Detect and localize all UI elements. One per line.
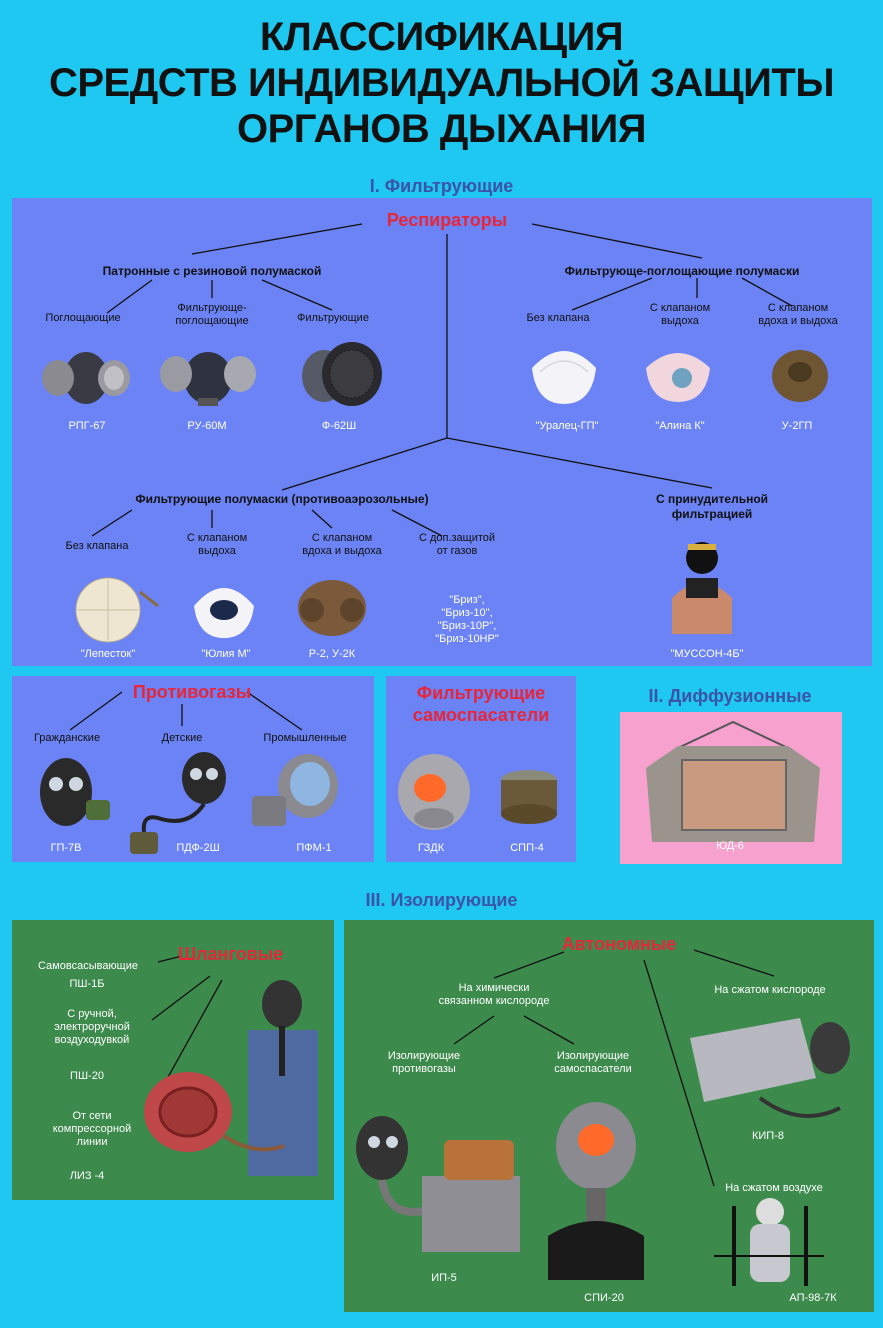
respirator-musson-image <box>672 542 732 634</box>
hose-panel: Шланговые Самовсасывающие ПШ-1Б С ручной… <box>12 920 334 1200</box>
type-filter-absorbing: Фильтрующе- поглощающие <box>175 302 249 327</box>
respirator-f62sh-image <box>302 342 382 406</box>
respirator-alina-k-image <box>646 353 710 402</box>
model-psh20: ПШ-20 <box>70 1070 104 1082</box>
model-psh1b: ПШ-1Б <box>69 978 105 990</box>
model-spi20: СПИ-20 <box>584 1292 624 1304</box>
model-u2gp: У-2ГП <box>781 420 813 432</box>
poster-title-line-2: СРЕДСТВ ИНДИВИДУАЛЬНОЙ ЗАЩИТЫ <box>48 61 835 105</box>
type-filtering: Фильтрующие <box>297 312 369 324</box>
type-compressed-air: На сжатом воздухе <box>725 1182 823 1194</box>
autonomous-title: Автономные <box>561 934 677 954</box>
gasmasks-connector-lines <box>69 691 303 731</box>
hose-title: Шланговые <box>178 944 284 964</box>
type-compressor: От сети компрессорной линии <box>52 1110 132 1148</box>
model-uralets-gp: "Уралец-ГП" <box>535 420 599 432</box>
respirators-title: Респираторы <box>386 210 508 230</box>
type-chemical-oxygen: На химически связанном кислороде <box>438 982 550 1007</box>
hose-apparatus-image <box>144 980 318 1176</box>
cartridge-respirators-heading: Патронные с резиновой полумаской <box>102 264 322 278</box>
respirator-u2gp-image <box>772 350 828 402</box>
model-r2-u2k: Р-2, У-2К <box>308 648 356 660</box>
respirator-ru60m-image <box>160 352 256 406</box>
aerosol-type-exhale-valve: С клапаном выдоха <box>186 532 248 557</box>
gasmask-pdf2sh-image <box>130 752 226 854</box>
gasmasks-title: Противогазы <box>132 682 252 702</box>
respirator-lepestok-image <box>75 577 159 643</box>
self-rescuers-panel: Фильтрующие самоспасатели ГЗДК СПП-4 <box>386 676 576 862</box>
aerosol-half-masks-heading: Фильтрующие полумаски (противоаэрозольны… <box>135 492 429 506</box>
apparatus-kip8-image <box>690 1018 850 1118</box>
type-self-suction: Самовсасывающие <box>37 960 138 972</box>
autonomous-connector-lines <box>453 949 775 1187</box>
gasmask-gp7v-image <box>40 758 110 826</box>
type-isolating-rescuers: Изолирующие самоспасатели <box>554 1050 632 1075</box>
apparatus-ap98-image <box>714 1198 824 1286</box>
model-spp4: СПП-4 <box>510 842 544 854</box>
type-exhale-valve: С клапаном выдоха <box>649 302 711 327</box>
model-yud6: ЮД-6 <box>716 840 744 852</box>
poster-title-line-1: КЛАССИФИКАЦИЯ <box>259 15 624 59</box>
type-industrial: Промышленные <box>263 732 347 744</box>
type-isolating-gasmasks: Изолирующие противогазы <box>387 1050 461 1075</box>
respirator-rpg67-image <box>42 352 130 404</box>
model-lepestok: "Лепесток" <box>80 648 136 660</box>
type-no-valve: Без клапана <box>526 312 590 324</box>
model-f62sh: Ф-62Ш <box>321 420 357 432</box>
model-briz-series: "Бриз", "Бриз-10", "Бриз-10Р", "Бриз-10Н… <box>435 594 499 645</box>
rescuer-gzdk-image <box>398 754 470 830</box>
type-blower: С ручной, электроручной воздуходувкой <box>54 1008 130 1046</box>
section-filtering-heading: I. Фильтрующие <box>369 176 514 196</box>
gasmask-pfm1-image <box>252 754 338 826</box>
respirator-uralets-image <box>532 351 596 404</box>
model-ap98-7k: АП-98-7К <box>789 1292 837 1304</box>
model-gzdk: ГЗДК <box>417 842 445 854</box>
type-compressed-oxygen: На сжатом кислороде <box>714 984 826 996</box>
respirator-r2-image <box>298 580 366 636</box>
model-pfm1: ПФМ-1 <box>296 842 332 854</box>
section-diffusion-heading: II. Диффузионные <box>648 686 812 706</box>
type-absorbing: Поглощающие <box>45 312 121 324</box>
aerosol-type-inhale-exhale: С клапаном вдоха и выдоха <box>302 532 382 557</box>
self-rescuers-title: Фильтрующие самоспасатели <box>412 683 550 725</box>
model-ip5: ИП-5 <box>431 1272 457 1284</box>
half-masks-heading: Фильтрующе-поглощающие полумаски <box>564 264 800 278</box>
respirators-panel: Респираторы Патронные с резиновой полума… <box>12 198 872 666</box>
model-pdf2sh: ПДФ-2Ш <box>176 842 220 854</box>
model-kip8: КИП-8 <box>751 1130 784 1142</box>
model-musson-4b: "МУССОН-4Б" <box>670 648 744 660</box>
poster-title-line-3: ОРГАНОВ ДЫХАНИЯ <box>237 107 646 151</box>
respirator-yulia-m-image <box>194 588 254 638</box>
rescuer-spp4-image <box>501 770 557 824</box>
aerosol-type-gas-protection: С доп.защитой от газов <box>418 532 496 557</box>
autonomous-panel: Автономные На химически связанном кислор… <box>344 920 874 1312</box>
apparatus-ip5-image <box>356 1116 520 1252</box>
respirators-connector-lines <box>91 223 793 537</box>
model-rpg67: РПГ-67 <box>68 420 106 432</box>
gasmasks-panel: Противогазы Гражданские Детские Промышле… <box>12 676 374 862</box>
forced-filtration-heading: С принудительной фильтрацией <box>655 492 769 521</box>
aerosol-type-no-valve: Без клапана <box>65 540 129 552</box>
type-children: Детские <box>161 732 203 744</box>
diffusion-yud6-image <box>646 720 820 842</box>
diffusion-panel: ЮД-6 <box>620 712 842 864</box>
type-inhale-exhale-valve: С клапаном вдоха и выдоха <box>758 302 838 327</box>
model-gp7v: ГП-7В <box>50 842 82 854</box>
model-yulia-m: "Юлия М" <box>201 648 251 660</box>
model-ru60m: РУ-60М <box>187 420 227 432</box>
section-isolating-heading: III. Изолирующие <box>365 890 518 910</box>
type-civil: Гражданские <box>33 732 101 744</box>
apparatus-spi20-image <box>548 1102 644 1280</box>
model-liz4: ЛИЗ -4 <box>69 1170 105 1182</box>
model-alina-k: "Алина К" <box>655 420 705 432</box>
